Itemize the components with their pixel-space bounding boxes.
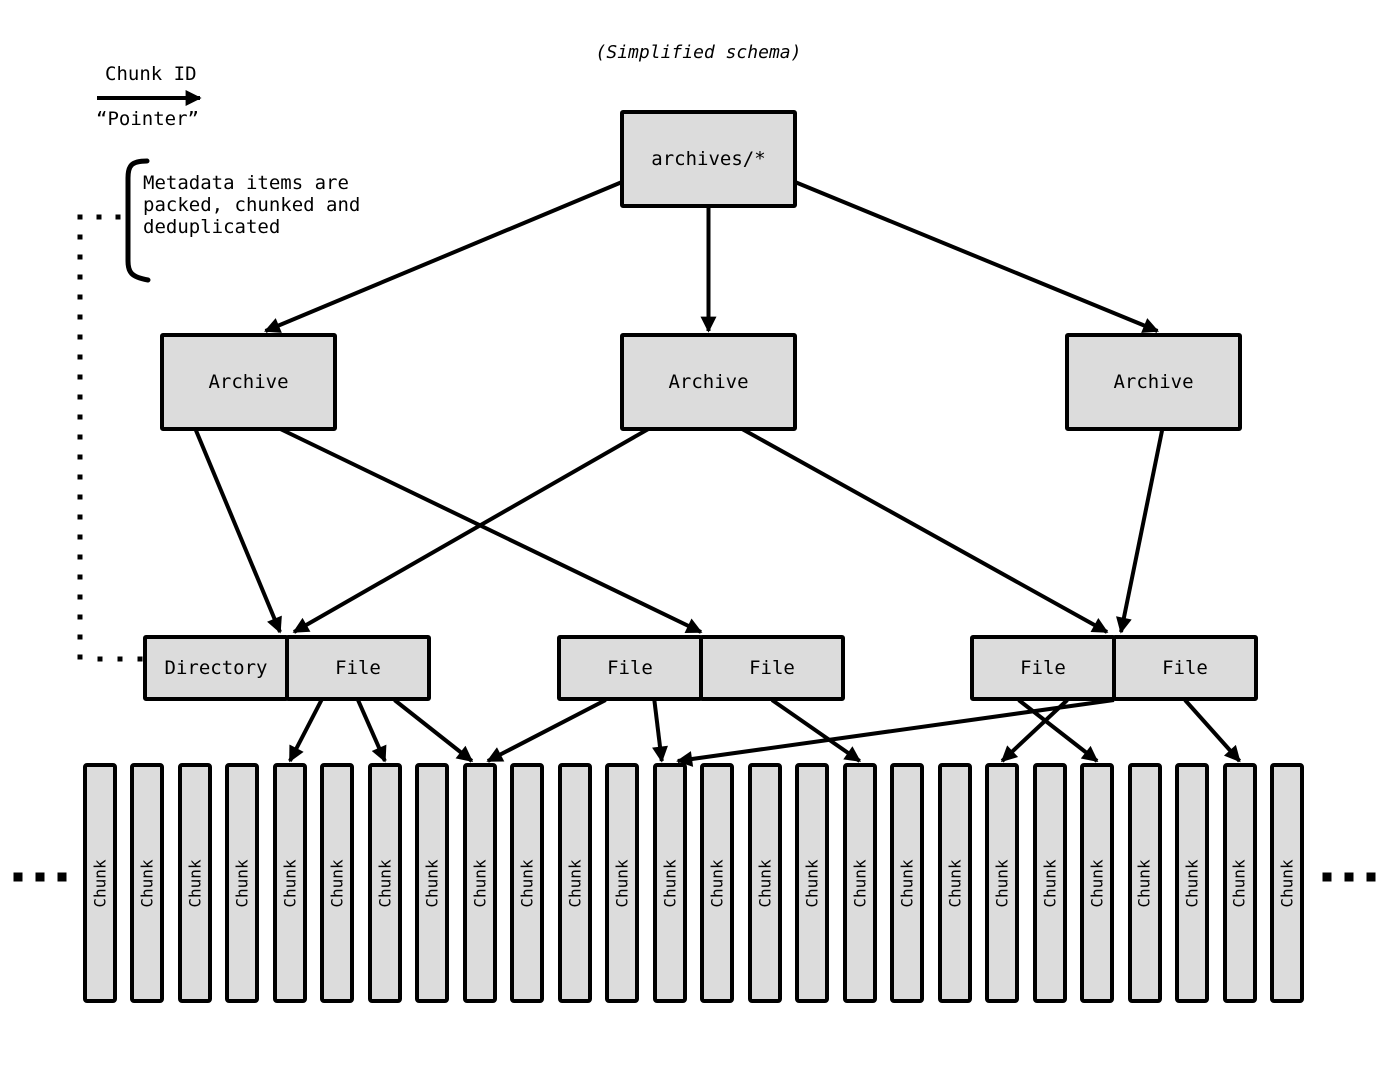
dot <box>77 394 83 400</box>
edge-file-1-1-chunk-17 <box>770 698 861 763</box>
dot <box>77 454 83 460</box>
edge-file-2-1-chunk-25 <box>1183 698 1242 763</box>
dot <box>77 514 83 520</box>
pointer-arrows <box>193 180 1242 767</box>
dot <box>117 656 123 662</box>
dedup-dotted-path <box>77 214 143 662</box>
dot <box>77 594 83 600</box>
dot <box>77 414 83 420</box>
dot <box>77 474 83 480</box>
legend-pointer-label: “Pointer” <box>96 108 199 130</box>
dedup-note-text: Metadata items are packed, chunked and d… <box>143 172 361 238</box>
dot <box>77 534 83 540</box>
dot <box>13 872 23 882</box>
dot <box>1322 872 1332 882</box>
dot <box>115 214 121 220</box>
diagram-title: (Simplified schema) <box>595 42 802 63</box>
dot <box>77 274 83 280</box>
dot <box>35 872 45 882</box>
dot <box>77 254 83 260</box>
dot <box>77 314 83 320</box>
dot <box>137 656 143 662</box>
edge-file-0-1-chunk-9 <box>393 698 474 763</box>
edge-file-0-1-chunk-7 <box>356 699 387 763</box>
chunk-ellipsis-left <box>13 872 67 882</box>
edge-junction-2-chunk-13 <box>676 698 1115 767</box>
dot <box>96 214 102 220</box>
edge-file-1-0-chunk-13 <box>652 699 668 763</box>
edge-root-archive-0 <box>264 180 623 333</box>
dot <box>77 294 83 300</box>
edge-archive-1-pair-2 <box>741 427 1109 634</box>
dot <box>77 214 83 220</box>
dot <box>57 872 67 882</box>
edge-file-2-0-chunk-20 <box>1000 698 1069 763</box>
dot <box>1366 872 1376 882</box>
dot <box>77 434 83 440</box>
dot <box>77 634 83 640</box>
dot <box>77 234 83 240</box>
legend-chunk-id-label: Chunk ID <box>105 63 197 85</box>
edge-archive-1-pair-0 <box>292 427 650 634</box>
dot <box>77 554 83 560</box>
chunk-ellipsis-right <box>1322 872 1376 882</box>
dot <box>77 374 83 380</box>
dot <box>97 656 103 662</box>
edge-root-archive-2 <box>794 180 1159 333</box>
dot <box>77 614 83 620</box>
note-brace <box>125 158 151 283</box>
dot <box>77 494 83 500</box>
edge-archive-0-pair-1 <box>279 427 703 634</box>
dot <box>77 334 83 340</box>
dot <box>1344 872 1354 882</box>
dot <box>77 654 83 660</box>
edge-file-0-1-chunk-5 <box>288 699 324 763</box>
dot <box>77 574 83 580</box>
dot <box>77 354 83 360</box>
edge-archive-2-pair-2 <box>1116 428 1165 634</box>
edge-archive-0-pair-0 <box>193 428 282 634</box>
edge-file-1-0-chunk-9 <box>486 698 607 763</box>
